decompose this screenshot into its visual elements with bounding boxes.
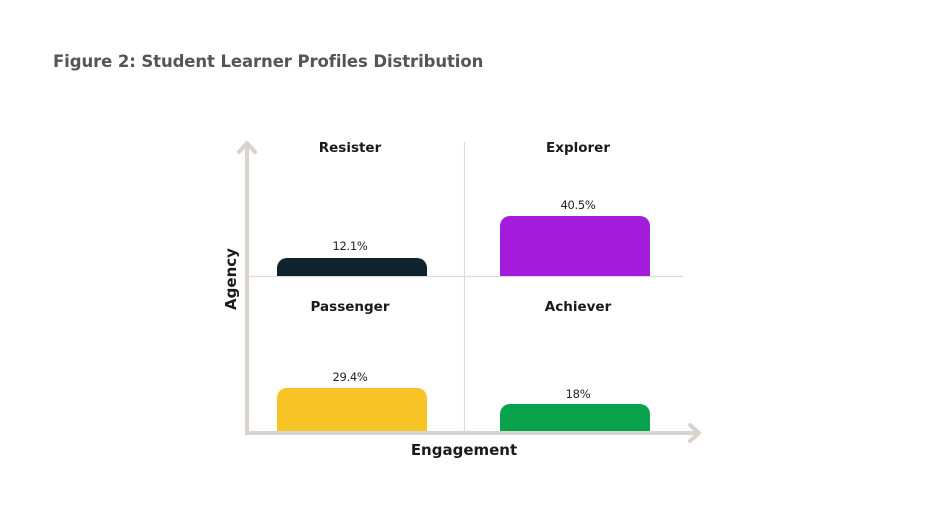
- value-label-achiever: 18%: [565, 387, 591, 401]
- bar-resister: [277, 258, 427, 276]
- bar-passenger: [277, 388, 427, 431]
- quadrant-label-passenger: Passenger: [310, 299, 390, 315]
- value-label-passenger: 29.4%: [332, 370, 368, 384]
- quadrant-label-resister: Resister: [318, 140, 382, 156]
- bar-explorer: [500, 216, 650, 276]
- quadrant-label-achiever: Achiever: [544, 299, 612, 315]
- bar-achiever: [500, 404, 650, 431]
- x-axis-label: Engagement: [410, 441, 518, 459]
- quadrant-label-explorer: Explorer: [546, 140, 610, 156]
- value-label-resister: 12.1%: [332, 239, 368, 253]
- y-axis-label: Agency: [222, 248, 240, 310]
- value-label-explorer: 40.5%: [560, 198, 596, 212]
- figure-title: Figure 2: Student Learner Profiles Distr…: [53, 52, 484, 71]
